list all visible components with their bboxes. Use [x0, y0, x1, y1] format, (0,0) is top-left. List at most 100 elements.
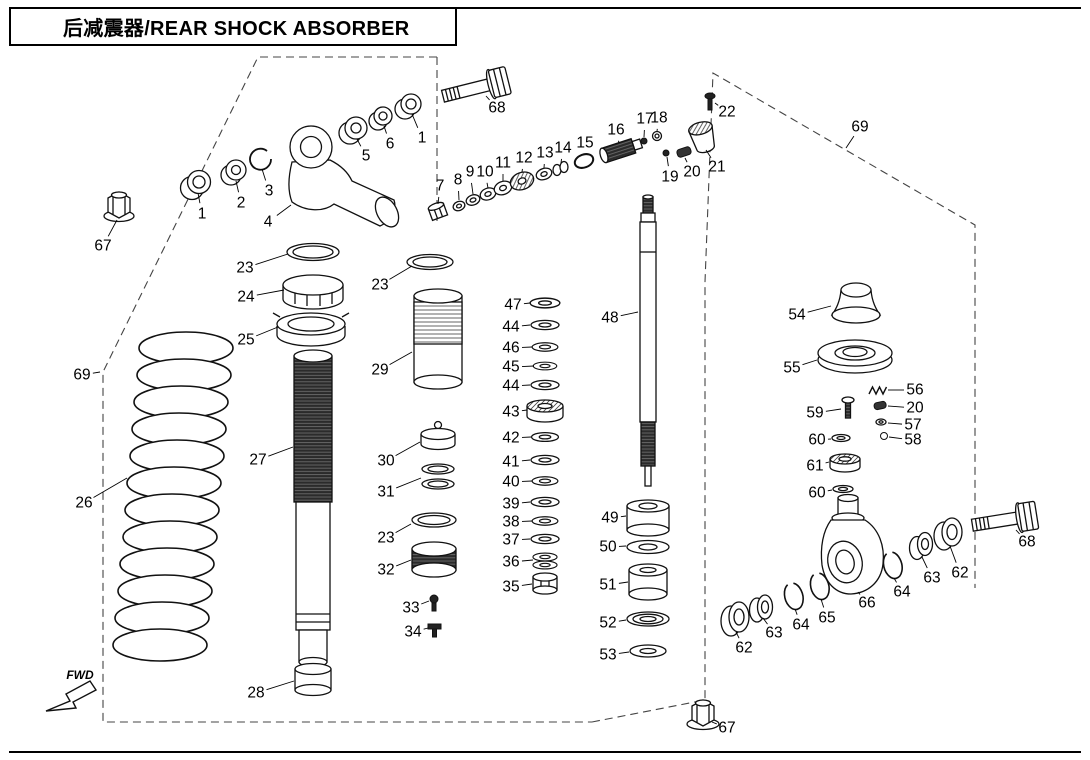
- bottom-rule: [9, 751, 1081, 753]
- leader-line: [255, 253, 289, 266]
- callout-number: 20: [906, 400, 924, 417]
- part-39-washer: [530, 496, 560, 508]
- leader-line: [266, 680, 295, 691]
- callout-number: 62: [951, 565, 968, 582]
- part-49-seal-head: [626, 499, 670, 537]
- callout-number: 20: [683, 164, 701, 181]
- part-50-washer: [626, 539, 670, 555]
- part-15-ring: [573, 153, 595, 169]
- callout-number: 61: [806, 458, 823, 475]
- part-33-bolt: [429, 594, 439, 612]
- leader-line: [827, 489, 833, 492]
- callout-number: 54: [788, 307, 806, 324]
- part-14-spacer: [552, 160, 569, 177]
- part-58-ball: [880, 432, 888, 440]
- part-61-bearing: [829, 453, 861, 473]
- leader-line: [93, 477, 128, 498]
- part-60-washer-lower: [832, 484, 854, 494]
- part-31-rings: [421, 463, 455, 490]
- leader-line: [949, 545, 957, 563]
- part-36-washer-a: [532, 552, 558, 562]
- callout-number: 52: [599, 615, 616, 632]
- callout-number: 64: [893, 584, 911, 601]
- leader-line: [735, 631, 740, 639]
- callout-number: 13: [536, 145, 553, 162]
- callout-number: 7: [436, 178, 445, 195]
- part-62-bearing-right: [933, 517, 963, 551]
- part-41-washer: [530, 454, 560, 466]
- leader-line: [521, 501, 531, 504]
- callout-number: 6: [386, 136, 395, 153]
- part-23-oring-upper: [286, 242, 340, 262]
- part-57-ring: [875, 418, 887, 426]
- leader-line: [560, 158, 562, 164]
- leader-line: [684, 157, 688, 163]
- callout-number: 17: [636, 111, 653, 128]
- fwd-arrow: [45, 680, 98, 712]
- leader-line: [521, 365, 535, 367]
- callout-number: 39: [502, 496, 519, 513]
- assembly-boundary-dashed: [102, 56, 976, 723]
- callout-number: 1: [198, 206, 207, 223]
- fwd-label: FWD: [66, 668, 94, 682]
- part-56-spring-pin: [868, 385, 888, 396]
- leader-line: [521, 324, 531, 327]
- part-7-nut: [427, 201, 449, 222]
- callout-number: 63: [765, 625, 782, 642]
- leader-line: [256, 326, 279, 337]
- leader-line: [921, 556, 928, 569]
- leader-line: [423, 627, 429, 630]
- part-23-oring-mid: [406, 253, 454, 271]
- part-54-bumper: [830, 282, 882, 324]
- leader-line: [92, 371, 101, 374]
- callout-number: 60: [808, 485, 826, 502]
- callout-number: 25: [237, 332, 254, 349]
- part-19-ball: [662, 149, 670, 157]
- leader-line: [521, 409, 528, 412]
- leader-line: [389, 351, 413, 365]
- leader-line: [794, 608, 798, 615]
- part-64-circlip-left: [783, 582, 804, 611]
- callout-number: 23: [371, 277, 388, 294]
- part-3-snap-ring: [249, 147, 272, 171]
- callout-number: 23: [236, 260, 253, 277]
- callout-number: 62: [735, 640, 752, 657]
- callout-number: 37: [502, 532, 519, 549]
- callout-number: 69: [851, 119, 868, 136]
- leader-line: [618, 140, 620, 144]
- callout-number: 65: [818, 610, 835, 627]
- leader-line: [802, 359, 818, 366]
- callout-number: 69: [73, 367, 90, 384]
- part-9-washer: [465, 194, 481, 206]
- fwd-indicator: FWD: [45, 668, 98, 712]
- callout-number: 26: [75, 495, 92, 512]
- part-65-circlip: [809, 572, 830, 601]
- part-67-flange-nut-bottom: [686, 699, 720, 731]
- callout-number: 68: [488, 100, 505, 117]
- part-20-pin: [676, 146, 692, 158]
- part-37-washer: [530, 533, 560, 545]
- part-6-washer: [368, 106, 393, 131]
- callout-number: 59: [806, 405, 823, 422]
- callout-number: 21: [708, 159, 725, 176]
- page-title: 后减震器/REAR SHOCK ABSORBER: [63, 18, 410, 40]
- title-box: 后减震器/REAR SHOCK ABSORBER: [9, 7, 457, 46]
- part-67-flange-nut-left: [103, 191, 135, 223]
- part-5-bearing: [338, 116, 368, 145]
- leader-line: [276, 204, 292, 216]
- callout-number: 66: [858, 595, 875, 612]
- callout-number: 60: [808, 432, 826, 449]
- callout-number: 35: [502, 579, 519, 596]
- callout-number: 47: [504, 297, 521, 314]
- leader-line: [411, 113, 419, 129]
- callout-number: 56: [906, 382, 923, 399]
- leader-line: [666, 156, 669, 167]
- part-16-shaft-end: [599, 137, 644, 164]
- leader-line: [618, 581, 629, 584]
- part-29-reservoir: [413, 288, 463, 390]
- callout-number: 32: [377, 562, 394, 579]
- callout-number: 5: [362, 148, 371, 165]
- leader-line: [486, 182, 489, 189]
- callout-number: 49: [601, 510, 618, 527]
